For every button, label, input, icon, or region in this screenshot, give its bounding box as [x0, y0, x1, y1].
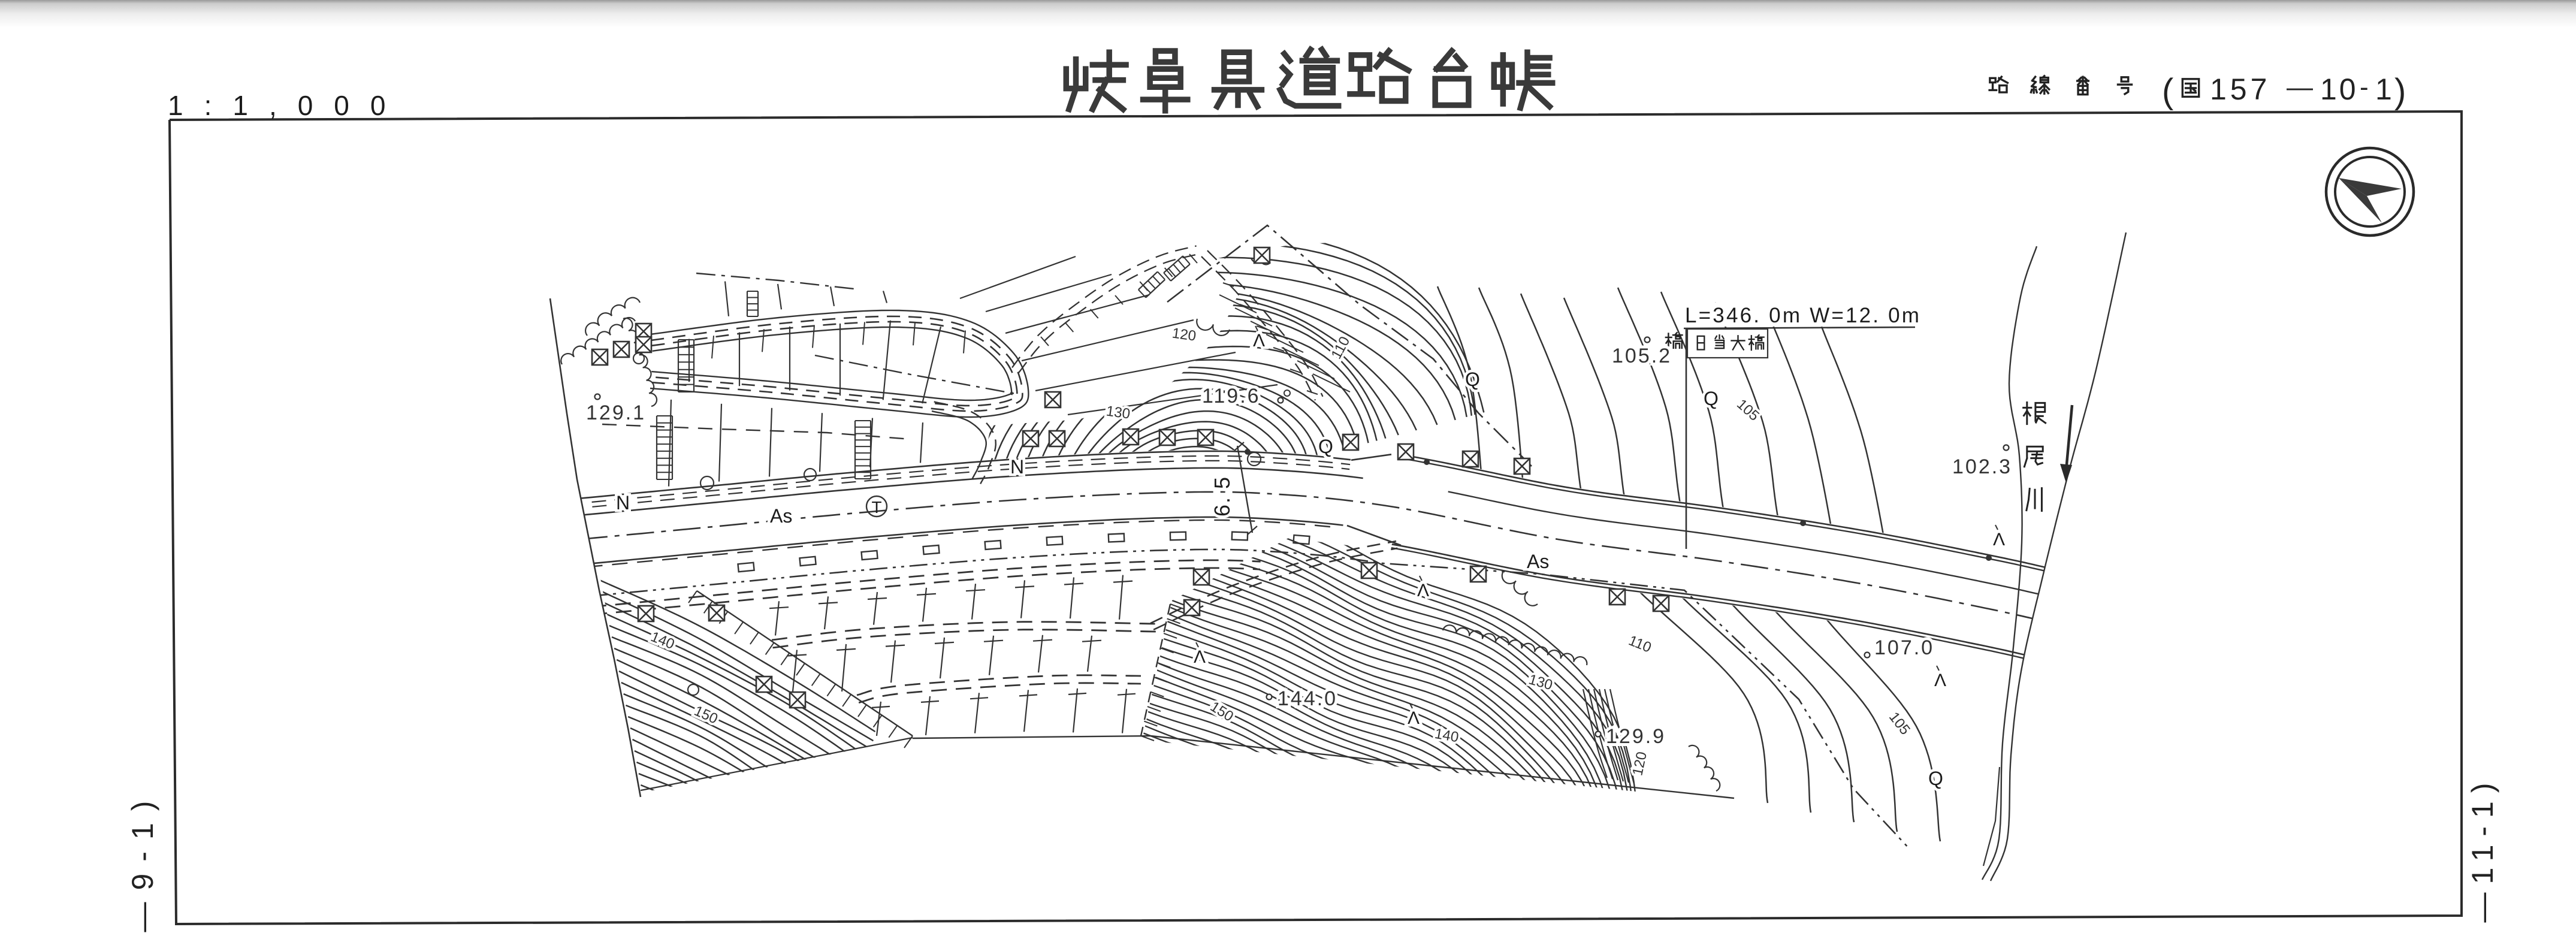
svg-text:107.0: 107.0 [1874, 636, 1934, 659]
svg-text:N: N [1010, 456, 1024, 478]
svg-text:6. 5: 6. 5 [1210, 476, 1234, 517]
svg-text:Λ: Λ [1417, 581, 1429, 600]
svg-text:—: — [2287, 73, 2313, 102]
svg-text:N: N [616, 492, 630, 514]
svg-text:102.3: 102.3 [1952, 455, 2012, 478]
svg-text:129.9: 129.9 [1606, 725, 1666, 748]
svg-text:105.2: 105.2 [1612, 345, 1672, 367]
svg-text:157: 157 [2210, 73, 2270, 106]
svg-text:119.6: 119.6 [1202, 385, 1261, 407]
svg-text:Λ: Λ [1993, 530, 2005, 550]
svg-text:As: As [770, 505, 792, 527]
svg-text:): ) [2394, 72, 2406, 111]
svg-text:Q: Q [1318, 436, 1333, 457]
svg-text:As: As [1527, 551, 1549, 572]
svg-text:Λ: Λ [1194, 647, 1206, 667]
svg-text:Q: Q [1465, 369, 1480, 390]
svg-text:Λ: Λ [1934, 671, 1946, 690]
svg-text:—11-1): —11-1) [2466, 774, 2499, 922]
svg-text:Q: Q [1928, 768, 1943, 789]
svg-text:Λ: Λ [1408, 708, 1420, 728]
svg-text:120: 120 [1171, 325, 1197, 344]
svg-text:1: 1 [2375, 73, 2392, 106]
svg-text:(: ( [2162, 72, 2173, 111]
svg-text:10: 10 [2320, 73, 2358, 106]
svg-text:129.1: 129.1 [586, 401, 646, 424]
svg-text:1:1,000: 1:1,000 [168, 90, 406, 121]
svg-text:-: - [2360, 73, 2369, 102]
svg-text:T: T [871, 498, 881, 517]
svg-text:Q: Q [1704, 388, 1719, 409]
svg-text:Λ: Λ [1253, 331, 1265, 351]
svg-text:130: 130 [1105, 403, 1131, 422]
svg-text:—9-1): —9-1) [126, 789, 159, 932]
svg-text:L=346. 0m W=12. 0m: L=346. 0m W=12. 0m [1685, 304, 1921, 327]
svg-text:144.0: 144.0 [1278, 687, 1337, 710]
